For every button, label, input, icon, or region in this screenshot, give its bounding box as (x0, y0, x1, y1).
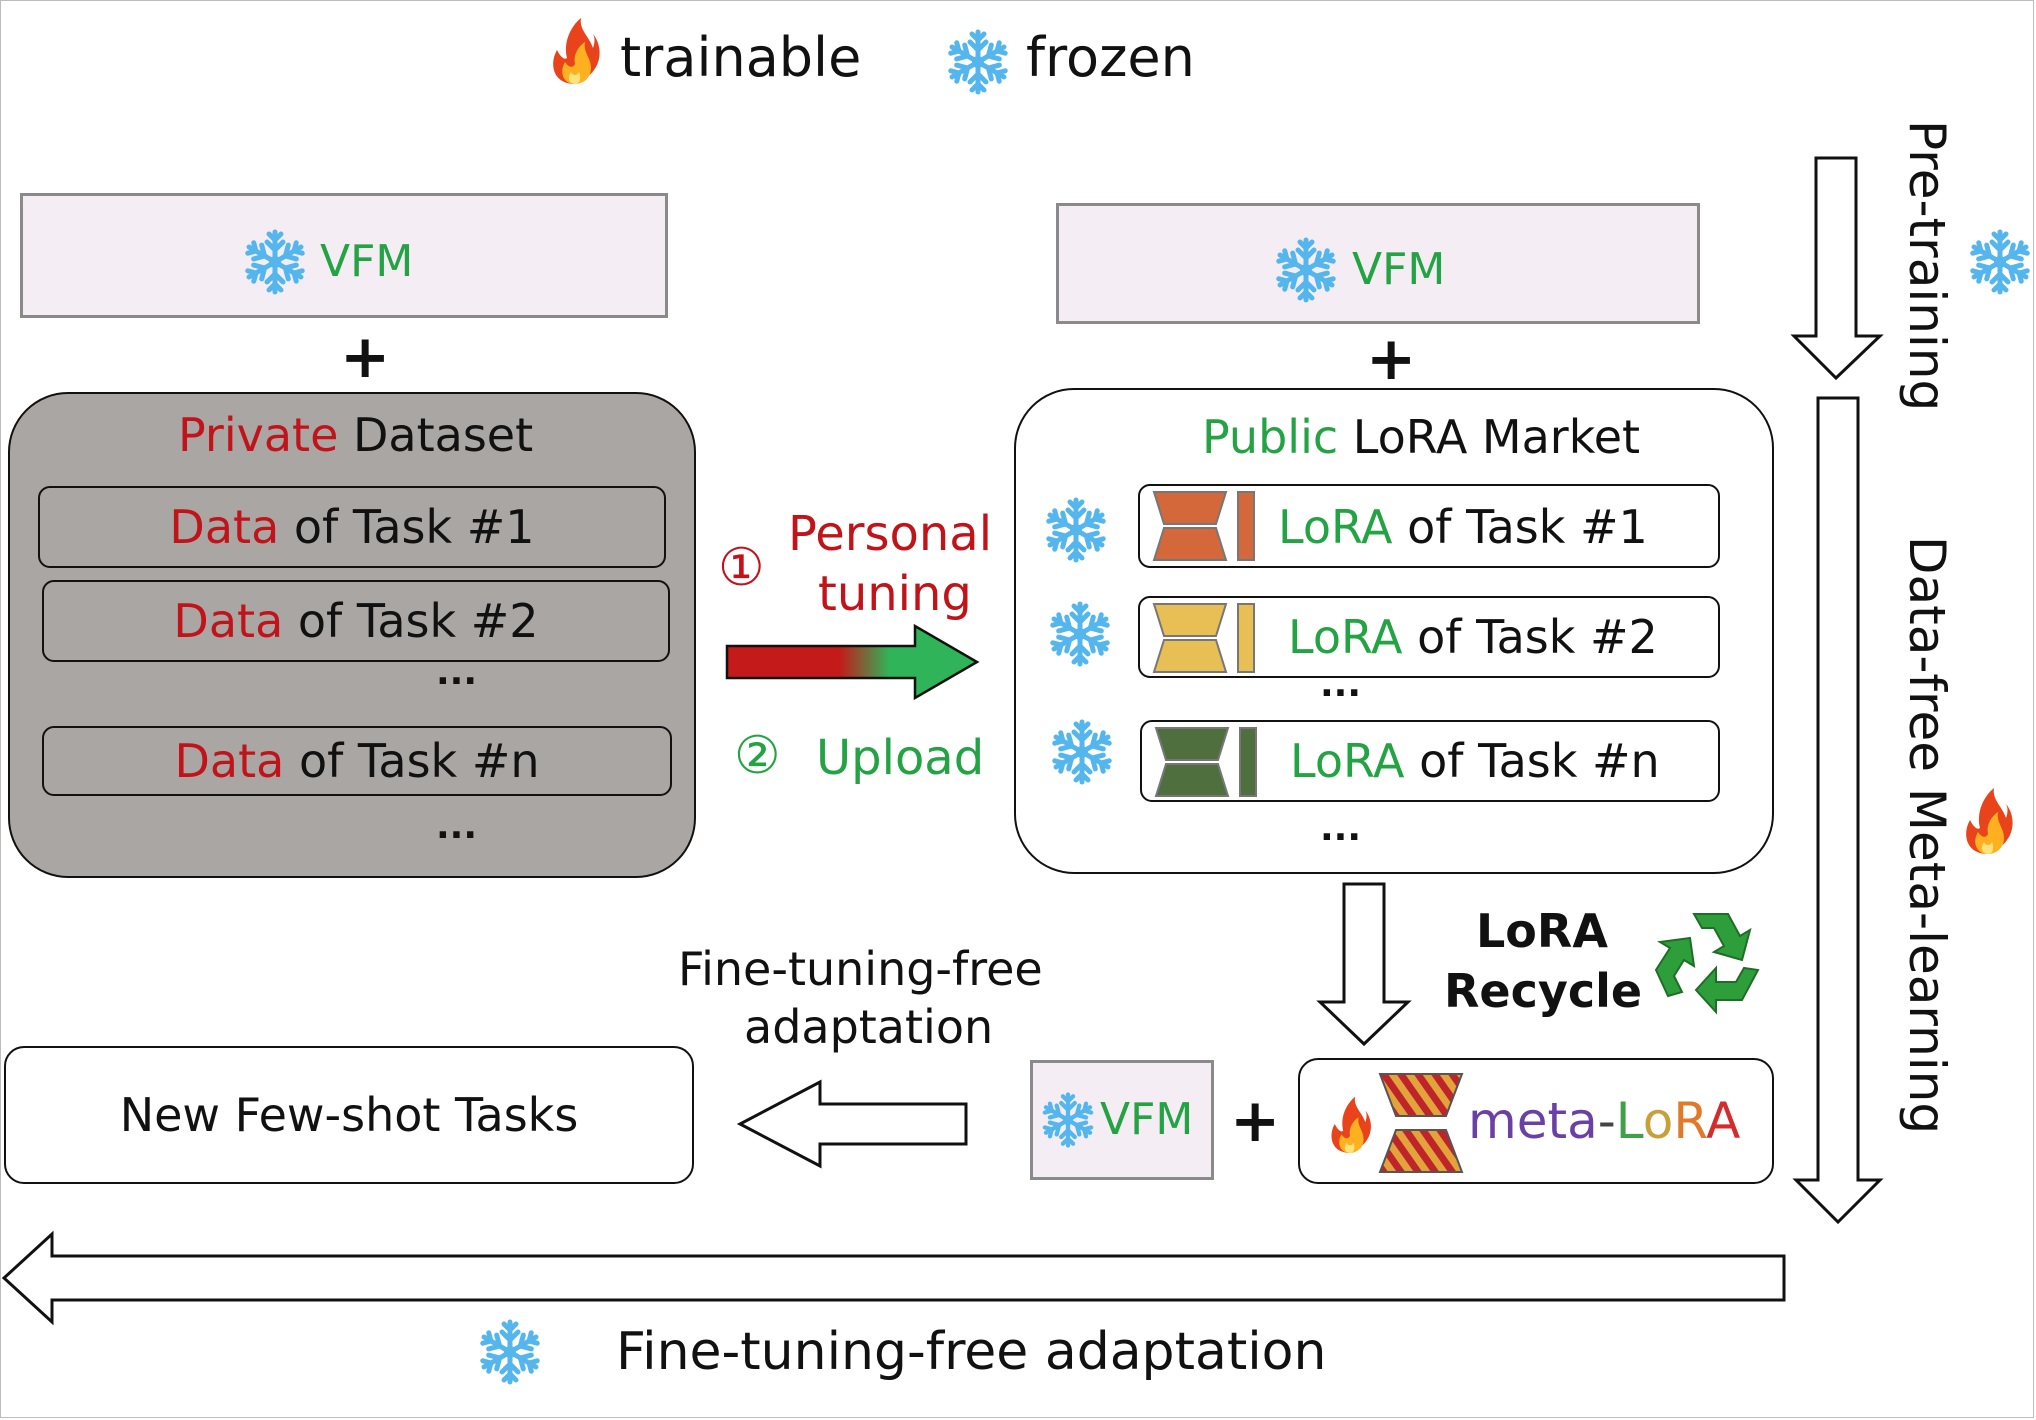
lora-adapter-icon (1152, 491, 1255, 561)
private-row-2: Data of Task #2 (42, 580, 670, 662)
snowflake-icon (1076, 530, 1086, 540)
pretraining-label: Pre-training (1898, 120, 1956, 412)
public-ellipsis-2: ... (1320, 808, 1362, 849)
recycle-down-arrow (1316, 882, 1412, 1047)
adaptation-label-line2: adaptation (744, 1000, 994, 1054)
snowflake-icon (1068, 1120, 1078, 1130)
lora-row-1-label: LoRA of Task #1 (1278, 500, 1648, 554)
lora-adapter-icon (1152, 603, 1255, 673)
private-highlight: Private (178, 408, 339, 462)
adaptation-label-line1: Fine-tuning-free (678, 942, 1043, 996)
step1-label-line1: Personal (788, 506, 993, 562)
lora-row-2-label: LoRA of Task #2 (1288, 610, 1658, 664)
lora-row-n (1140, 720, 1720, 802)
recycle-icon (1654, 913, 1760, 1015)
vfm-label-right: VFM (1352, 244, 1446, 295)
snowflake-icon (2000, 262, 2010, 272)
plus-sign-bottom: + (1230, 1086, 1281, 1156)
fire-icon (1331, 1096, 1371, 1153)
metalearning-label: Data-free Meta-learning (1898, 536, 1956, 1135)
private-row-n: Data of Task #n (42, 726, 672, 796)
public-ellipsis-1: ... (1320, 664, 1362, 705)
private-dataset-container (8, 392, 696, 878)
fire-icon (1966, 788, 2013, 854)
vfm-box-right (1056, 203, 1700, 324)
bottom-adaptation-label: Fine-tuning-free adaptation (616, 1322, 1327, 1382)
plus-sign-left: + (340, 322, 391, 392)
vfm-box-bottom (1030, 1060, 1214, 1180)
adaptation-left-arrow (736, 1079, 968, 1169)
meta-lora-box (1298, 1058, 1774, 1184)
vfm-label-left: VFM (320, 236, 414, 287)
personal-tuning-arrow (725, 623, 980, 701)
new-few-shot-tasks-box: New Few-shot Tasks (4, 1046, 694, 1184)
lora-row-1 (1138, 484, 1720, 568)
step2-label: Upload (816, 730, 985, 786)
legend-frozen: frozen (1026, 26, 1195, 89)
fire-icon (553, 18, 600, 84)
snowflake-icon (275, 262, 285, 272)
private-ellipsis-2: ... (436, 806, 478, 847)
public-highlight: Public (1202, 410, 1339, 464)
public-market-title: Public LoRA Market (1202, 410, 1640, 464)
recycle-label-line2: Recycle (1444, 964, 1643, 1018)
new-tasks-label: New Few-shot Tasks (119, 1088, 579, 1142)
private-row-1: Data of Task #1 (38, 486, 666, 568)
lora-row-2 (1138, 596, 1720, 678)
snowflake-icon (978, 62, 988, 72)
snowflake-icon (510, 1352, 520, 1362)
step2-number: ② (734, 726, 781, 786)
snowflake-icon (1306, 270, 1316, 280)
step1-label-line2: tuning (818, 566, 972, 622)
plus-sign-right: + (1366, 324, 1417, 394)
vfm-label-bottom: VFM (1100, 1094, 1194, 1145)
bottom-long-left-arrow (1, 1230, 1786, 1326)
vfm-box-left (20, 193, 668, 318)
private-ellipsis-1: ... (436, 652, 478, 693)
meta-lora-adapter-icon (1378, 1073, 1464, 1173)
step1-number: ① (718, 538, 765, 598)
meta-lora-label: meta-LoRA (1468, 1092, 1741, 1150)
public-rest: LoRA Market (1352, 410, 1641, 464)
recycle-label-line1: LoRA (1476, 904, 1608, 958)
private-rest: Dataset (353, 408, 534, 462)
pretraining-down-arrow (1790, 156, 1884, 381)
legend-trainable: trainable (620, 26, 862, 89)
lora-adapter-icon (1154, 727, 1257, 797)
private-dataset-title: Private Dataset (178, 408, 533, 462)
metalearning-down-arrow (1792, 396, 1884, 1225)
snowflake-icon (1082, 752, 1092, 762)
snowflake-icon (1080, 634, 1090, 644)
lora-row-n-label: LoRA of Task #n (1290, 734, 1660, 788)
